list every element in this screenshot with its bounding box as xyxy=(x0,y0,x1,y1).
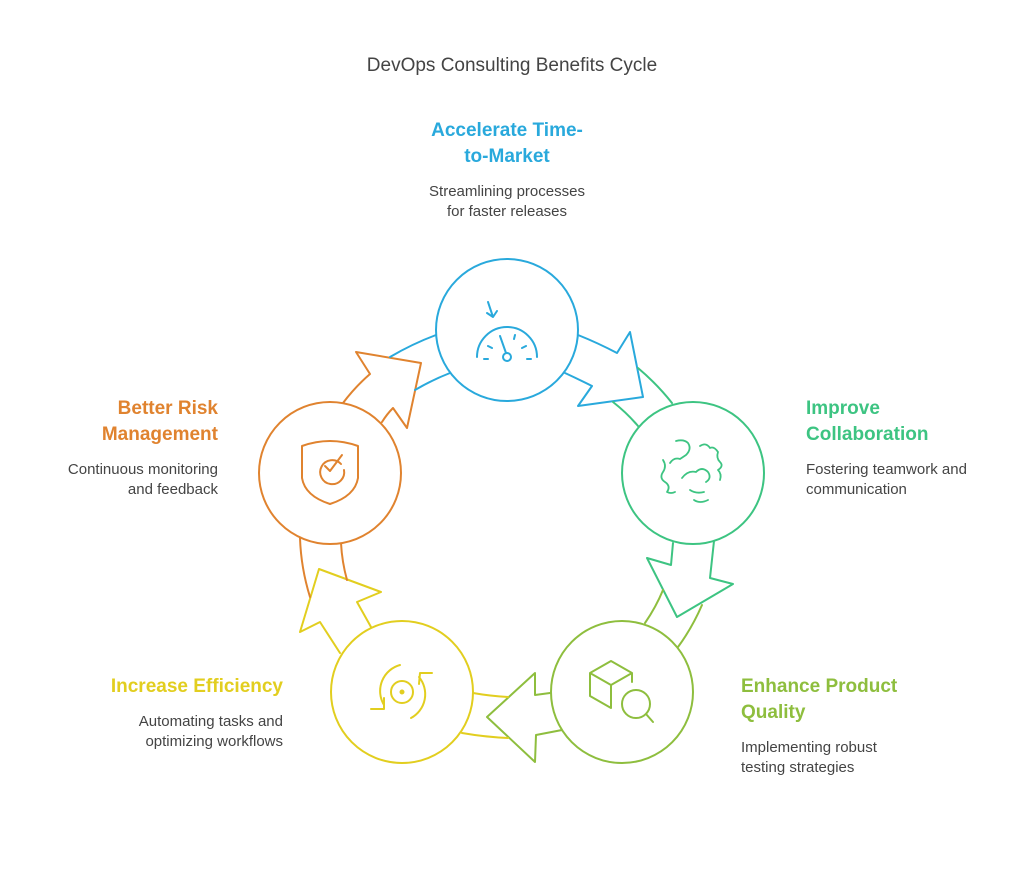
step-title-1: Accelerate Time- to-Market xyxy=(380,118,634,170)
arrow-orange-to-blue xyxy=(342,351,422,429)
desc-line: Fostering teamwork and xyxy=(806,461,967,478)
band-yellow xyxy=(299,568,509,739)
step-desc-1: Streamlining processes for faster releas… xyxy=(380,182,634,222)
speedometer-icon xyxy=(476,301,538,362)
title-line: Increase Efficiency xyxy=(110,676,283,697)
step-title-4: Increase Efficiency xyxy=(40,674,283,700)
desc-line: testing strategies xyxy=(741,759,855,776)
title-line: Accelerate Time- xyxy=(431,120,583,141)
step-title-3: Enhance Product Quality xyxy=(741,674,1001,726)
box-magnifier-icon xyxy=(589,660,654,723)
step-circle-5 xyxy=(258,401,402,545)
arrow-yellow-to-orange xyxy=(299,568,382,654)
step-desc-5: Continuous monitoring and feedback xyxy=(20,460,218,500)
band-lime xyxy=(486,589,703,763)
step-circle-1 xyxy=(435,258,579,402)
title-line: Collaboration xyxy=(806,424,929,445)
desc-line: Implementing robust xyxy=(741,739,877,756)
title-line: Management xyxy=(101,424,218,445)
shield-check-icon xyxy=(301,440,359,505)
title-line: Quality xyxy=(741,702,806,723)
desc-line: and feedback xyxy=(127,481,218,498)
desc-line: for faster releases xyxy=(446,203,568,220)
diagram-title: DevOps Consulting Benefits Cycle xyxy=(366,55,658,76)
title-line: Better Risk xyxy=(117,398,218,419)
step-desc-2: Fostering teamwork and communication xyxy=(806,460,1016,500)
step-desc-4: Automating tasks and optimizing workflow… xyxy=(40,712,283,752)
arrow-lime-to-yellow xyxy=(486,672,563,763)
handshake-icon xyxy=(660,439,723,503)
desc-line: Continuous monitoring xyxy=(67,461,218,478)
title-line: Enhance Product xyxy=(741,676,898,697)
step-circle-3 xyxy=(550,620,694,764)
desc-line: communication xyxy=(806,481,907,498)
arrow-green-to-lime xyxy=(646,540,734,618)
desc-line: Automating tasks and xyxy=(138,713,283,730)
step-circle-2 xyxy=(621,401,765,545)
gear-cycle-icon xyxy=(370,664,433,719)
band-green xyxy=(612,367,734,618)
desc-line: optimizing workflows xyxy=(145,733,283,750)
step-desc-3: Implementing robust testing strategies xyxy=(741,738,1001,778)
desc-line: Streamlining processes xyxy=(429,183,585,200)
step-title-5: Better Risk Management xyxy=(20,396,218,448)
step-title-2: Improve Collaboration xyxy=(806,396,1016,448)
title-line: Improve xyxy=(806,398,880,419)
title-line: to-Market xyxy=(464,146,550,167)
band-blue xyxy=(389,334,451,391)
arrow-blue-to-green xyxy=(564,331,644,407)
band-orange xyxy=(299,351,422,598)
